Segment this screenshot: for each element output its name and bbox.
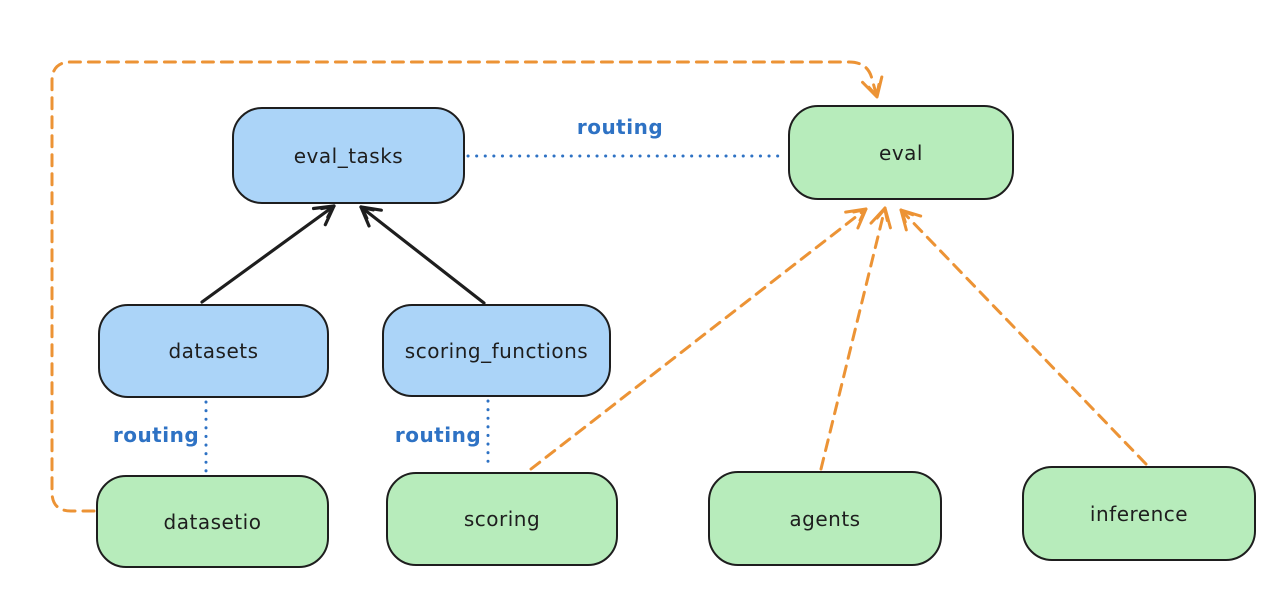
- edge-inference-to-eval: [899, 208, 1148, 466]
- node-eval-label: eval: [879, 140, 923, 165]
- edge-label-routing-datasets-datasetio: routing: [112, 423, 200, 447]
- node-scoring-functions: scoring_functions: [382, 304, 611, 397]
- node-datasets-label: datasets: [168, 339, 259, 363]
- node-eval: eval: [788, 105, 1014, 200]
- node-eval-tasks: eval_tasks: [232, 107, 465, 204]
- node-eval-tasks-label: eval_tasks: [293, 143, 404, 168]
- node-datasetio-label: datasetio: [163, 509, 262, 534]
- node-datasetio: datasetio: [96, 475, 329, 568]
- node-inference-label: inference: [1089, 501, 1189, 526]
- node-scoring-label: scoring: [463, 507, 541, 531]
- node-scoring: scoring: [386, 472, 618, 566]
- node-scoring-functions-label: scoring_functions: [404, 338, 589, 363]
- edge-agents-to-eval: [819, 206, 892, 471]
- edge-scoring-functions-to-eval-tasks: [359, 205, 486, 305]
- edge-datasets-to-eval-tasks: [200, 204, 336, 304]
- edge-label-routing-scoring-functions-scoring: routing: [394, 423, 482, 447]
- node-agents: agents: [708, 471, 942, 566]
- node-datasets: datasets: [98, 304, 329, 398]
- edge-label-routing-eval-tasks-eval: routing: [576, 115, 664, 139]
- node-agents-label: agents: [789, 506, 861, 531]
- node-inference: inference: [1022, 466, 1256, 561]
